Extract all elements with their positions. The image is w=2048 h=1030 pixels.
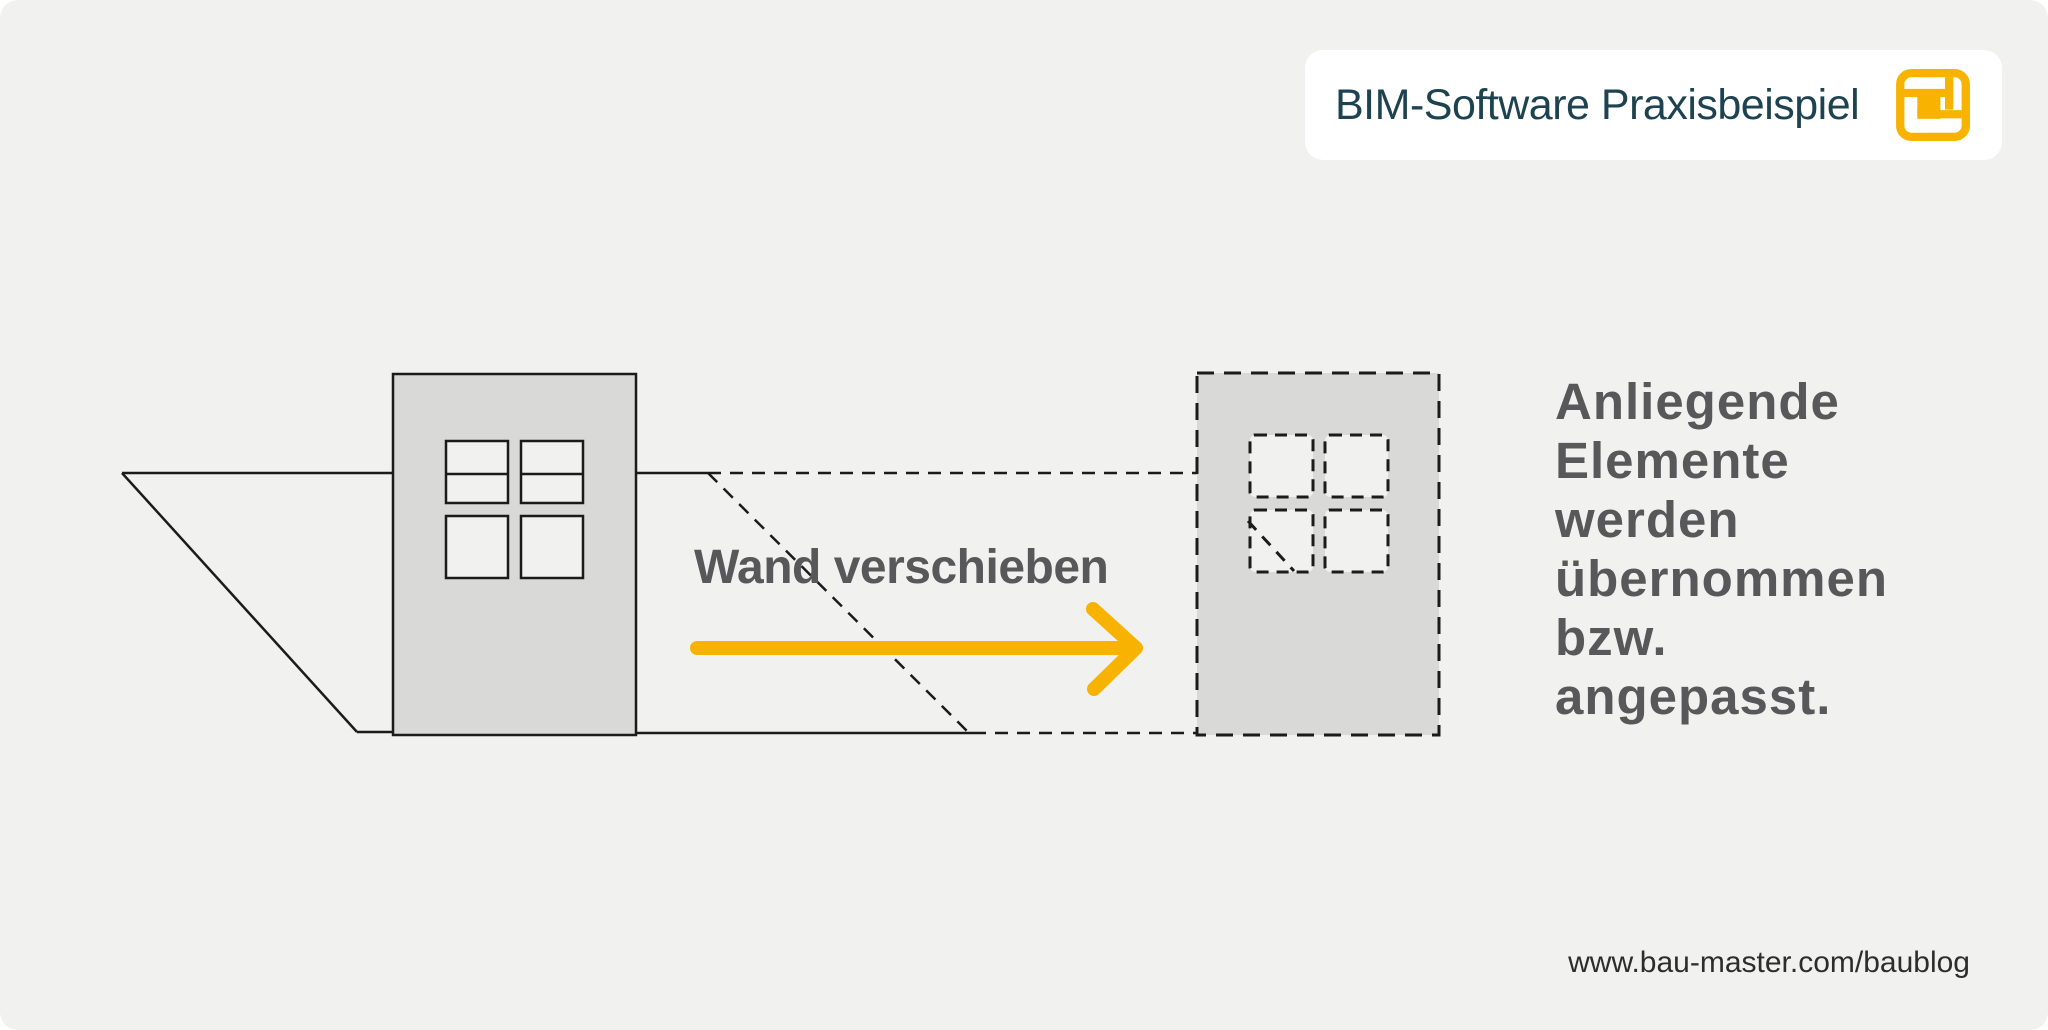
moved-wall-windows bbox=[1246, 433, 1390, 574]
move-arrow bbox=[690, 602, 1143, 696]
window bbox=[444, 514, 510, 580]
window bbox=[519, 514, 585, 580]
window bbox=[519, 439, 585, 505]
window-dashed bbox=[1248, 433, 1315, 499]
badge-label: BIM-Software Praxisbeispiel bbox=[1335, 80, 1860, 129]
window-diagonal-dashed bbox=[1246, 519, 1296, 573]
badge: BIM-Software Praxisbeispiel bbox=[1305, 50, 2002, 160]
attached-element-diagonal bbox=[121, 472, 358, 733]
bau-master-logo-icon bbox=[1896, 69, 1970, 141]
original-wall-windows bbox=[444, 439, 585, 580]
window bbox=[444, 439, 510, 505]
original-wall bbox=[391, 372, 638, 737]
annotation-text: Anliegende Elemente werden übernommen bz… bbox=[1555, 373, 1889, 725]
window-dashed bbox=[1323, 508, 1390, 574]
window-dashed bbox=[1248, 508, 1315, 574]
arrow-head bbox=[1086, 602, 1143, 696]
original-structure bbox=[121, 372, 973, 737]
window-dashed bbox=[1323, 433, 1390, 499]
moved-wall bbox=[1195, 371, 1441, 737]
moved-structure-dashed bbox=[707, 371, 1441, 737]
dashed-diagonal bbox=[707, 472, 969, 733]
move-label: Wand verschieben bbox=[694, 541, 1109, 594]
footer-url: www.bau-master.com/baublog bbox=[1568, 946, 1970, 979]
